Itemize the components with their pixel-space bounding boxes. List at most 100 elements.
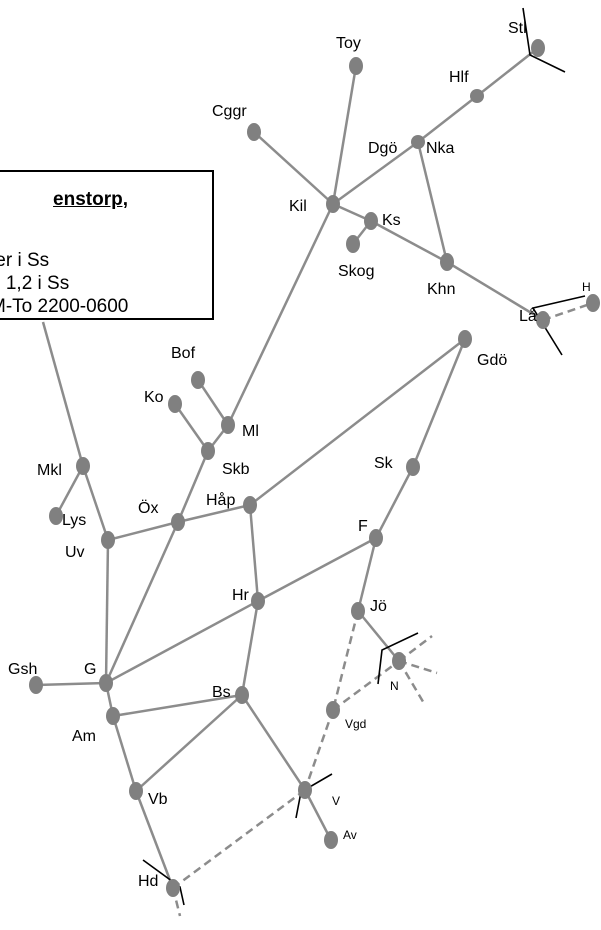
edge-ox-g (104, 521, 180, 684)
edge-ko-skb (173, 403, 210, 452)
label-mkl: Mkl (37, 462, 62, 479)
label-vgd: Vgd (345, 717, 366, 731)
edge-n-se (397, 660, 427, 706)
edge-toy-kil (331, 65, 358, 205)
edge-hd-v (172, 788, 306, 890)
node-hd (166, 879, 180, 897)
node-ox (171, 513, 185, 531)
label-kil: Kil (289, 198, 307, 215)
info-box-title: enstorp, (53, 189, 128, 210)
edge-am-vb (111, 715, 138, 792)
edge-hap-gdo (249, 338, 466, 506)
label-ko: Ko (144, 389, 164, 406)
edge-stl-hlf (476, 47, 539, 97)
info-box-line-3: M-To 2200-0600 (0, 296, 129, 317)
node-stl (531, 39, 545, 57)
edge-vgd-n (332, 659, 400, 712)
node-jo (351, 602, 365, 620)
node-skb (201, 442, 215, 460)
label-skb: Skb (222, 461, 250, 478)
marker-la (531, 295, 586, 356)
node-skog (346, 235, 360, 253)
node-hr (251, 592, 265, 610)
label-uv: Uv (65, 544, 85, 561)
node-n (392, 652, 406, 670)
edge-gdo-sk (411, 338, 467, 468)
edge-kil-ml (226, 203, 335, 426)
edge-uv-g (104, 539, 110, 684)
edge-mkl-uv (81, 465, 110, 541)
edge-khn-la (446, 260, 544, 322)
label-v: V (332, 794, 340, 808)
node-am (106, 707, 120, 725)
label-gsh: Gsh (8, 661, 37, 678)
edge-ox-hap (177, 503, 251, 524)
label-khn: Khn (427, 281, 455, 298)
node-g (99, 674, 113, 692)
station-nodes (29, 39, 600, 897)
edge-hap-hr (248, 504, 260, 602)
edge-la-h (542, 301, 594, 322)
node-nka (411, 135, 425, 149)
node-cggr (247, 123, 261, 141)
node-bof (191, 371, 205, 389)
label-hap: Håp (206, 491, 235, 509)
info-box-line-2: o 1,2 i Ss (0, 273, 70, 294)
node-f (369, 529, 383, 547)
node-ks (364, 212, 378, 230)
label-hr: Hr (232, 587, 250, 604)
edge-f-jo (356, 537, 378, 612)
edge-jo-vgd (331, 610, 360, 711)
label-ml: Ml (242, 423, 259, 440)
edge-vb-hd (134, 790, 175, 889)
node-vb (129, 782, 143, 800)
node-sk (406, 458, 420, 476)
label-gdo: Gdö (477, 352, 507, 369)
edge-nka-khn (416, 141, 449, 263)
node-ko (168, 395, 182, 413)
label-lys: Lys (62, 512, 86, 529)
edge-sk-f (374, 466, 415, 539)
node-hap (243, 496, 257, 514)
info-box: enstorp, ter i Ss o 1,2 i Ss M-To 2200-0… (0, 170, 214, 320)
node-bs (235, 686, 249, 704)
edge-hr-bs (240, 600, 260, 696)
dashed-track-lines (171, 301, 594, 917)
node-hlf (470, 89, 484, 103)
label-am: Am (72, 728, 96, 745)
node-uv (101, 531, 115, 549)
edge-nka-kil (332, 140, 419, 206)
label-hd: Hd (138, 873, 158, 890)
edge-bof-ml (196, 379, 230, 426)
marker-n (377, 632, 419, 685)
edge-bs-v (240, 694, 307, 791)
node-khn (440, 253, 454, 271)
label-bs: Bs (212, 684, 231, 701)
label-dgo: Dgö (368, 140, 397, 157)
edge-cggr-kil (253, 131, 334, 205)
edge-f-hr (257, 536, 377, 603)
edge-jo-n (357, 610, 400, 662)
label-ks: Ks (382, 212, 401, 229)
label-toy: Toy (336, 35, 361, 52)
node-gdo (458, 330, 472, 348)
label-sk: Sk (374, 455, 394, 472)
label-vb: Vb (148, 791, 168, 808)
node-v (298, 781, 312, 799)
edge-v-av (303, 789, 333, 841)
node-vgd (326, 701, 340, 719)
marker-stl (522, 7, 566, 73)
node-ml (221, 416, 235, 434)
edge-bs-vb (135, 694, 243, 792)
label-skog: Skog (338, 263, 374, 280)
label-g: G (84, 661, 96, 678)
node-av (324, 831, 338, 849)
edge-skb-ox (176, 450, 210, 523)
node-mkl (76, 457, 90, 475)
node-la (536, 311, 550, 329)
label-cggr: Cggr (212, 103, 247, 120)
edge-bs-am (112, 693, 243, 718)
edge-ks-khn (370, 219, 448, 264)
